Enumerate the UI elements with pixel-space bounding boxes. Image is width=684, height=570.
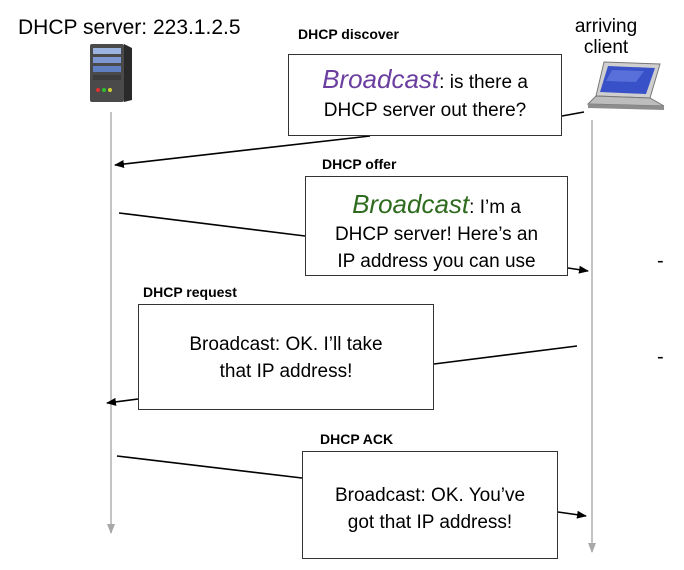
offer-line1-rest: : I’m a — [469, 197, 521, 218]
request-line2: that IP address! — [219, 361, 353, 382]
client-label-line2: client — [583, 37, 629, 58]
ack-title: DHCP ACK — [320, 431, 394, 447]
ack-message-box: Broadcast: OK. You’ve got that IP addres… — [302, 451, 558, 559]
offer-arrow — [567, 265, 589, 274]
bullet-dash-1: - — [657, 250, 664, 272]
offer-line2: DHCP server! Here’s an — [334, 224, 539, 245]
offer-arrow-tail — [118, 212, 306, 237]
discover-arrow — [114, 135, 371, 168]
discover-line1-rest: : is there a — [439, 72, 528, 93]
discover-arrow-stub — [561, 111, 585, 117]
discover-title: DHCP discover — [298, 26, 399, 42]
request-title: DHCP request — [143, 284, 237, 300]
discover-line2: DHCP server out there? — [323, 100, 527, 121]
server-label: DHCP server: 223.1.2.5 — [18, 16, 241, 39]
request-message-box: Broadcast: OK. I’ll take that IP address… — [138, 304, 434, 410]
request-arrow-tail — [433, 345, 578, 365]
client-label-line1: arriving — [574, 16, 638, 37]
discover-broadcast-word: Broadcast — [322, 64, 440, 94]
client-label: arriving client — [566, 16, 646, 58]
ack-line1: Broadcast: OK. You’ve — [334, 485, 526, 506]
offer-message-box: Broadcast: I’m a DHCP server! Here’s an … — [305, 176, 568, 276]
ack-arrow-tail — [116, 455, 303, 479]
discover-message-box: Broadcast: is there a DHCP server out th… — [288, 54, 562, 136]
laptop-icon — [586, 61, 665, 110]
ack-line2: got that IP address! — [347, 512, 513, 533]
request-line1: Broadcast: OK. I’ll take — [189, 334, 383, 355]
bullet-dash-2: - — [657, 346, 664, 368]
request-arrow — [106, 397, 139, 406]
offer-title: DHCP offer — [322, 156, 397, 172]
server-icon — [90, 44, 132, 102]
ack-arrow — [557, 510, 587, 519]
offer-line3: IP address you can use — [337, 251, 536, 272]
offer-broadcast-word: Broadcast — [352, 189, 470, 219]
